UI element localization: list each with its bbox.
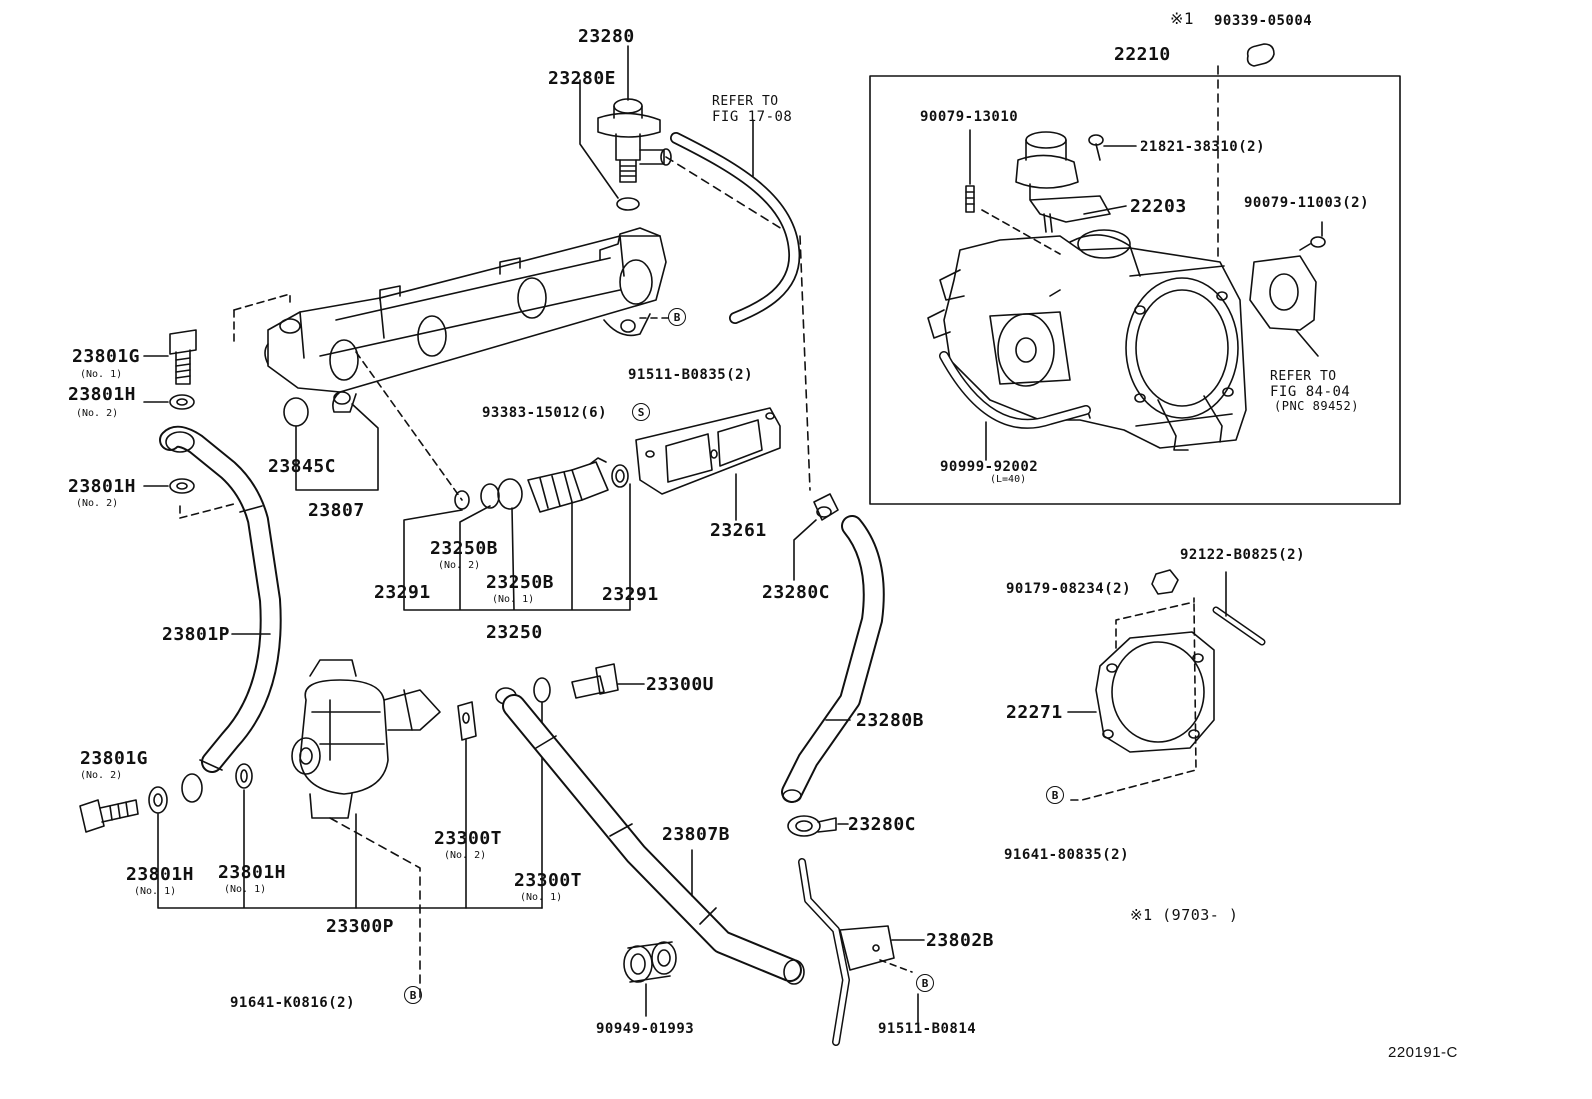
label-23801h-no2-a: 23801H <box>68 384 137 405</box>
union-bolt-23801g-no1 <box>169 329 197 385</box>
badge-s-93383: S <box>632 403 650 421</box>
label-23250: 23250 <box>486 622 543 643</box>
label-23261: 23261 <box>710 520 767 541</box>
label-23801p: 23801P <box>162 624 231 645</box>
label-23845c: 23845C <box>268 456 337 477</box>
label-90999-92002: 90999-92002 <box>940 459 1039 475</box>
o-ring-23845c <box>283 397 309 427</box>
label-23300t-no2: 23300T <box>434 828 503 849</box>
gasket-23801h-b <box>169 478 195 494</box>
label-23801h-no1-a-sub: (No. 1) <box>134 886 177 897</box>
label-23291-b: 23291 <box>602 584 659 605</box>
label-23801g-no1: 23801G <box>72 346 141 367</box>
label-refer-17-08-a: REFER TO <box>712 94 779 109</box>
label-22271: 22271 <box>1006 702 1063 723</box>
label-23280b: 23280B <box>856 710 925 731</box>
label-23801h-no2-b-sub: (No. 2) <box>76 498 119 509</box>
label-23300p: 23300P <box>326 916 395 937</box>
label-23250b-no1-sub: (No. 1) <box>492 594 535 605</box>
pressure-regulator-23280 <box>597 98 672 211</box>
leader-23280e <box>579 79 619 199</box>
hose-clamp-90949 <box>623 941 677 983</box>
label-23801g-no2-sub: (No. 2) <box>80 770 123 781</box>
gasket-23801h-c <box>148 786 168 814</box>
label-23807: 23807 <box>308 500 365 521</box>
dashpot-22203 <box>1015 131 1111 233</box>
label-91641-80835: 91641-80835(2) <box>1004 847 1130 863</box>
badge-b-91641-k0816: B <box>404 986 422 1004</box>
label-90999-length: (L=40) <box>990 474 1027 485</box>
label-23280e: 23280E <box>548 68 617 89</box>
badge-b-91511-b0814: B <box>916 974 934 992</box>
label-23801h-no2-b: 23801H <box>68 476 137 497</box>
label-21821-38310: 21821-38310(2) <box>1140 139 1266 155</box>
label-23801h-no1-a: 23801H <box>126 864 195 885</box>
label-23801h-no1-b: 23801H <box>218 862 287 883</box>
label-23300t-no2-sub: (No. 2) <box>444 850 487 861</box>
gasket-23300t-no2 <box>457 701 477 741</box>
screw-21821 <box>1088 134 1104 161</box>
throttle-body-frame <box>869 75 1401 505</box>
label-23250b-no1: 23250B <box>486 572 555 593</box>
union-bolt-23801g-no2 <box>79 799 139 833</box>
label-23280c-a: 23280C <box>762 582 831 603</box>
gasket-22271 <box>1095 631 1215 753</box>
label-92122-b0825: 92122-B0825(2) <box>1180 547 1306 563</box>
hose-clamp-23280c-b <box>787 815 837 837</box>
fuel-filter-23300p <box>291 659 441 819</box>
gasket-23261 <box>635 407 781 495</box>
pin-90339-05004 <box>1246 43 1275 67</box>
badge-b-91641-80835: B <box>1046 786 1064 804</box>
label-figure-code: 220191-C <box>1388 1044 1458 1061</box>
gasket-23801h-d <box>235 763 253 789</box>
label-91641-k0816: 91641-K0816(2) <box>230 995 356 1011</box>
label-23300t-no1-sub: (No. 1) <box>520 892 563 903</box>
label-refer-84-04-b: FIG 84-04 <box>1270 384 1351 400</box>
label-22203: 22203 <box>1130 196 1187 217</box>
label-23300t-no1: 23300T <box>514 870 583 891</box>
label-23280: 23280 <box>578 26 635 47</box>
hose-clamp-23280c-a <box>813 493 839 521</box>
label-23280c-b: 23280C <box>848 814 917 835</box>
badge-b-91511: B <box>668 308 686 326</box>
throttle-body-22210 <box>927 229 1247 451</box>
label-refer-17-08-b: FIG 17-08 <box>712 109 793 125</box>
label-23801h-no1-b-sub: (No. 1) <box>224 884 267 895</box>
screw-90079-11003 <box>1299 236 1326 251</box>
label-23807b: 23807B <box>662 824 731 845</box>
label-90079-11003: 90079-11003(2) <box>1244 195 1370 211</box>
label-refer-84-04-c: (PNC 89452) <box>1274 399 1359 413</box>
label-91511-b0835: 91511-B0835(2) <box>628 367 754 383</box>
label-23300u: 23300U <box>646 674 715 695</box>
label-23801h-no2-a-sub: (No. 2) <box>76 408 119 419</box>
nut-90179-08234 <box>1151 569 1179 595</box>
label-23801g-no1-sub: (No. 1) <box>80 369 123 380</box>
label-22210: 22210 <box>1114 44 1171 65</box>
label-refer-84-04-a: REFER TO <box>1270 369 1337 384</box>
label-note-range: ※1 (9703- ) <box>1130 906 1239 924</box>
gasket-23300t-no1 <box>533 677 551 703</box>
label-23250b-no2-sub: (No. 2) <box>438 560 481 571</box>
union-bolt-23300u <box>571 663 619 699</box>
label-91511-b0814: 91511-B0814 <box>878 1021 977 1037</box>
screw-90079-13010 <box>965 185 975 213</box>
fuel-delivery-pipe-23807 <box>264 227 667 413</box>
label-93383-15012: 93383-15012(6) <box>482 405 608 421</box>
injector-23250 <box>454 457 629 513</box>
label-90079-13010: 90079-13010 <box>920 109 1019 125</box>
label-90179-08234: 90179-08234(2) <box>1006 581 1132 597</box>
label-note1: ※1 <box>1170 9 1195 28</box>
label-90949-01993: 90949-01993 <box>596 1021 695 1037</box>
sensor-ref-84-04 <box>1249 255 1317 331</box>
label-23802b: 23802B <box>926 930 995 951</box>
label-23291-a: 23291 <box>374 582 431 603</box>
label-90339-05004: 90339-05004 <box>1214 13 1313 29</box>
label-23801g-no2: 23801G <box>80 748 149 769</box>
gasket-23801h-a <box>169 394 195 410</box>
label-23250b-no2: 23250B <box>430 538 499 559</box>
